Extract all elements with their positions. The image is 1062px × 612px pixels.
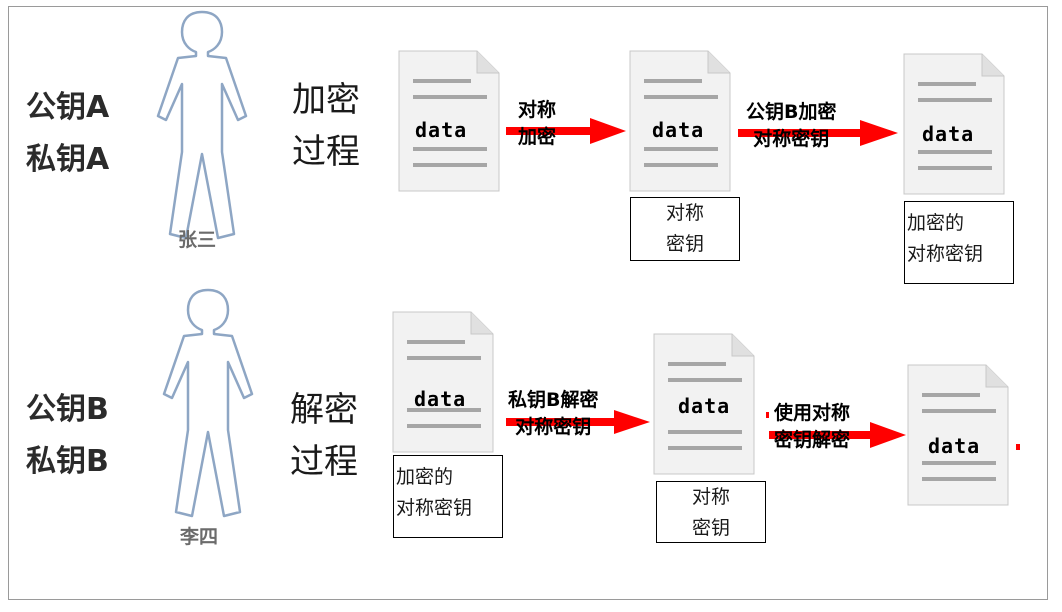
bottom-encrypted-key-line1: 加密的 [396, 466, 454, 488]
bottom-symmetric-key-box: 对称 密钥 [656, 481, 766, 543]
top-arrow-1 [506, 118, 626, 144]
bottom-arrow2-label-line1: 使用对称 [774, 402, 851, 424]
bottom-doc-plain-label: data [928, 434, 981, 458]
person-lisi-icon [162, 288, 254, 518]
top-arrow-2 [738, 120, 898, 146]
tick-mark [766, 412, 769, 418]
top-symmetric-key-line2: 密钥 [665, 233, 704, 255]
bottom-symmetric-key-line2: 密钥 [691, 517, 730, 539]
bottom-encrypted-key-line2: 对称密钥 [396, 497, 473, 519]
bottom-doc-decrypted-label: data [678, 394, 731, 418]
lisi-private-key: 私钥B [26, 444, 109, 479]
bottom-arrow-2 [769, 422, 906, 448]
bottom-doc-received-label: data [414, 387, 467, 411]
encrypt-process-title: 加密 过程 [292, 74, 360, 178]
top-arrow2-label: 公钥B加密 对称密钥 [746, 99, 836, 153]
encrypt-process-line1: 加密 [292, 80, 360, 120]
bottom-doc-received [392, 311, 494, 453]
bottom-arrow1-label-line1: 私钥B解密 [508, 389, 599, 411]
top-encrypted-key-line2: 对称密钥 [907, 243, 984, 265]
zhangsan-keys: 公钥A 私钥A [26, 82, 109, 186]
top-arrow1-label: 对称 加密 [518, 97, 556, 151]
top-symmetric-key-line1: 对称 [665, 202, 704, 224]
tick-mark [1016, 444, 1020, 450]
lisi-name: 李四 [180, 526, 219, 548]
bottom-encrypted-key-box: 加密的 对称密钥 [393, 455, 503, 538]
top-doc-final-label: data [922, 122, 975, 146]
zhangsan-public-key: 公钥A [26, 90, 110, 125]
zhangsan-name: 张三 [178, 229, 217, 251]
lisi-public-key: 公钥B [26, 392, 109, 427]
decrypt-process-line2: 过程 [290, 442, 358, 482]
decrypt-process-title: 解密 过程 [290, 384, 358, 488]
bottom-arrow-1 [506, 410, 650, 434]
top-arrow1-label-line1: 对称 [518, 99, 557, 121]
bottom-arrow2-label: 使用对称 密钥解密 [774, 400, 850, 454]
top-symmetric-key-box: 对称 密钥 [630, 197, 740, 261]
decrypt-process-line1: 解密 [290, 390, 358, 430]
bottom-symmetric-key-line1: 对称 [691, 486, 730, 508]
lisi-keys: 公钥B 私钥B [26, 384, 109, 488]
bottom-arrow2-label-line2: 密钥解密 [774, 429, 851, 451]
top-arrow1-label-line2: 加密 [518, 126, 557, 148]
top-arrow2-label-line1: 公钥B加密 [746, 101, 837, 123]
zhangsan-private-key: 私钥A [26, 142, 110, 177]
top-doc-plain-label: data [415, 118, 468, 142]
bottom-arrow1-label-line2: 对称密钥 [515, 416, 592, 438]
encrypt-process-line2: 过程 [292, 132, 360, 172]
top-encrypted-key-line1: 加密的 [907, 212, 965, 234]
bottom-arrow1-label: 私钥B解密 对称密钥 [508, 387, 598, 441]
arrows [506, 118, 1020, 450]
top-arrow2-label-line2: 对称密钥 [753, 128, 830, 150]
person-zhangsan-icon [156, 10, 248, 240]
top-encrypted-key-box: 加密的 对称密钥 [904, 201, 1014, 284]
top-doc-encrypted-label: data [652, 118, 705, 142]
